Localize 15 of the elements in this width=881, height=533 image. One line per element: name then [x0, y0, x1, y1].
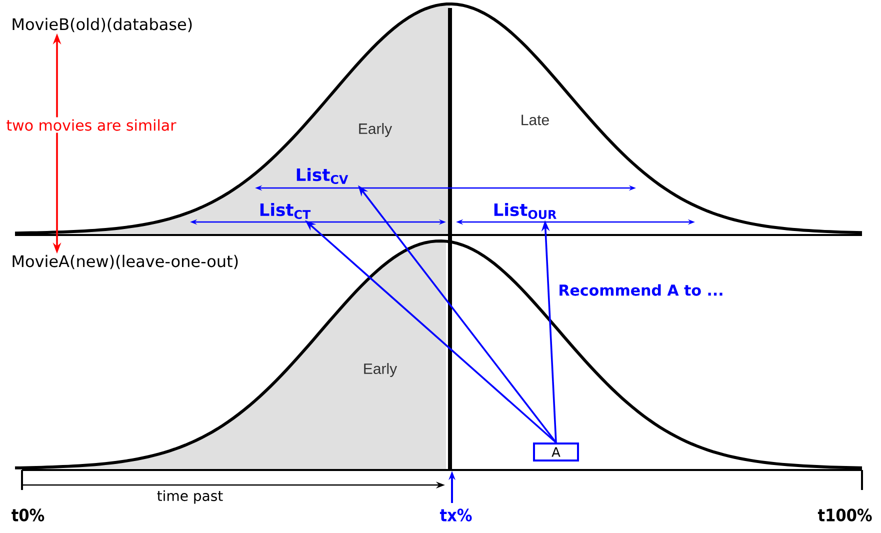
- tick-label: tx%: [440, 508, 472, 522]
- movie-label: MovieA(new)(leave-one-out): [12, 254, 238, 270]
- tick-label: t100%: [818, 508, 872, 522]
- label-text: Early: [359, 123, 392, 137]
- label-text: Early: [364, 363, 398, 377]
- list-label: List$_{CV}$: [296, 168, 348, 184]
- list-label: List$_{OUR}$: [494, 203, 556, 219]
- label-text: Late: [522, 114, 549, 126]
- axis-label: time past: [157, 490, 223, 504]
- item-box: A: [533, 442, 579, 462]
- movie-label: MovieB(old)(database): [12, 18, 192, 32]
- edge-label: Recommend A to ...: [560, 284, 722, 296]
- list-label: List$_{CT}$: [260, 203, 311, 219]
- tick-label: t0%: [12, 508, 44, 522]
- edge-label: two movies are similar: [4, 117, 178, 133]
